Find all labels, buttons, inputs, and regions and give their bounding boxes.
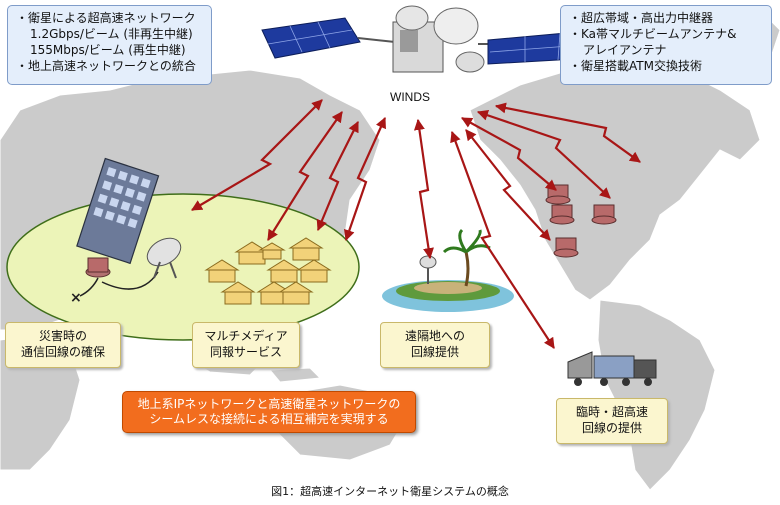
house-icon <box>204 259 240 283</box>
satellite-label: WINDS <box>390 90 430 104</box>
link-arrow <box>494 102 641 163</box>
feature-line: 1.2Gbps/ビーム (非再生中継) <box>30 27 193 41</box>
house-icon <box>258 242 286 260</box>
feature-line: ・衛星による超高速ネットワーク <box>16 11 196 25</box>
label-line: 回線提供 <box>410 345 459 359</box>
link-arrow <box>316 121 359 232</box>
houses-cluster <box>204 237 332 305</box>
ground-station-icon <box>549 204 575 225</box>
broken-cable <box>79 277 99 297</box>
label-line: 遠隔地への <box>404 329 465 343</box>
satellite-body <box>392 5 485 73</box>
satellite-links <box>191 99 641 349</box>
house-icon <box>278 281 314 305</box>
dish-antenna-icon <box>419 255 437 284</box>
link-arrow <box>413 118 434 260</box>
seamless-integration-box: 地上系IPネットワークと高速衛星ネットワークの シームレスな接続による相互補完を… <box>122 391 416 433</box>
multimedia-label: マルチメディア 同報サービス <box>192 322 300 368</box>
house-icon <box>256 281 292 305</box>
ground-station-icon <box>85 257 111 278</box>
network-features-box: ・衛星による超高速ネットワーク 1.2Gbps/ビーム (非再生中継) 155M… <box>7 5 212 85</box>
feature-line: ・地上高速ネットワークとの統合 <box>16 59 196 73</box>
remote-island <box>382 228 514 312</box>
label-line: 災害時の <box>38 329 87 343</box>
label-line: 地上系IPネットワークと高速衛星ネットワークの <box>137 397 401 411</box>
feature-line: 155Mbps/ビーム (再生中継) <box>30 43 186 57</box>
link-arrow <box>450 130 555 349</box>
label-line: 通信回線の確保 <box>20 345 105 359</box>
house-icon <box>296 259 332 283</box>
mobile-station-truck-icon <box>567 351 657 386</box>
label-line: 回線の提供 <box>581 421 642 435</box>
temporary-link-label: 臨時・超高速 回線の提供 <box>556 398 668 444</box>
south-america-landmass <box>597 299 716 491</box>
label-line: マルチメディア <box>204 329 288 343</box>
label-line: 臨時・超高速 <box>575 405 648 419</box>
disaster-label: 災害時の 通信回線の確保 <box>5 322 121 368</box>
label-line: 同報サービス <box>209 345 282 359</box>
damaged-building-icon <box>76 157 160 265</box>
satellite-dish-icon <box>146 237 182 279</box>
north-america-landmass <box>469 64 761 301</box>
remote-area-label: 遠隔地への 回線提供 <box>380 322 490 368</box>
tech-line: ・超広帯域・高出力中継器 <box>569 11 714 25</box>
house-icon <box>266 259 302 283</box>
ground-station-icon <box>591 204 617 225</box>
winds-satellite <box>261 5 601 73</box>
link-arrow <box>344 116 387 242</box>
house-icon <box>220 281 256 305</box>
satellite-tech-box: ・超広帯域・高出力中継器 ・Ka帯マルチビームアンテナ& アレイアンテナ ・衛星… <box>560 5 772 85</box>
tech-line: アレイアンテナ <box>583 43 667 57</box>
ground-station-icon <box>545 184 571 205</box>
figure-caption: 図1：超高速インターネット衛星システムの概念 <box>271 485 509 498</box>
cable-break-mark: × <box>70 290 82 306</box>
ground-station-icon <box>553 237 579 258</box>
tech-line: ・衛星搭載ATM交換技術 <box>569 59 702 73</box>
label-line: シームレスな接続による相互補完を実現する <box>149 412 389 426</box>
house-icon <box>288 237 324 261</box>
solar-panel-left <box>261 17 361 59</box>
tech-line: ・Ka帯マルチビームアンテナ& <box>569 27 737 41</box>
